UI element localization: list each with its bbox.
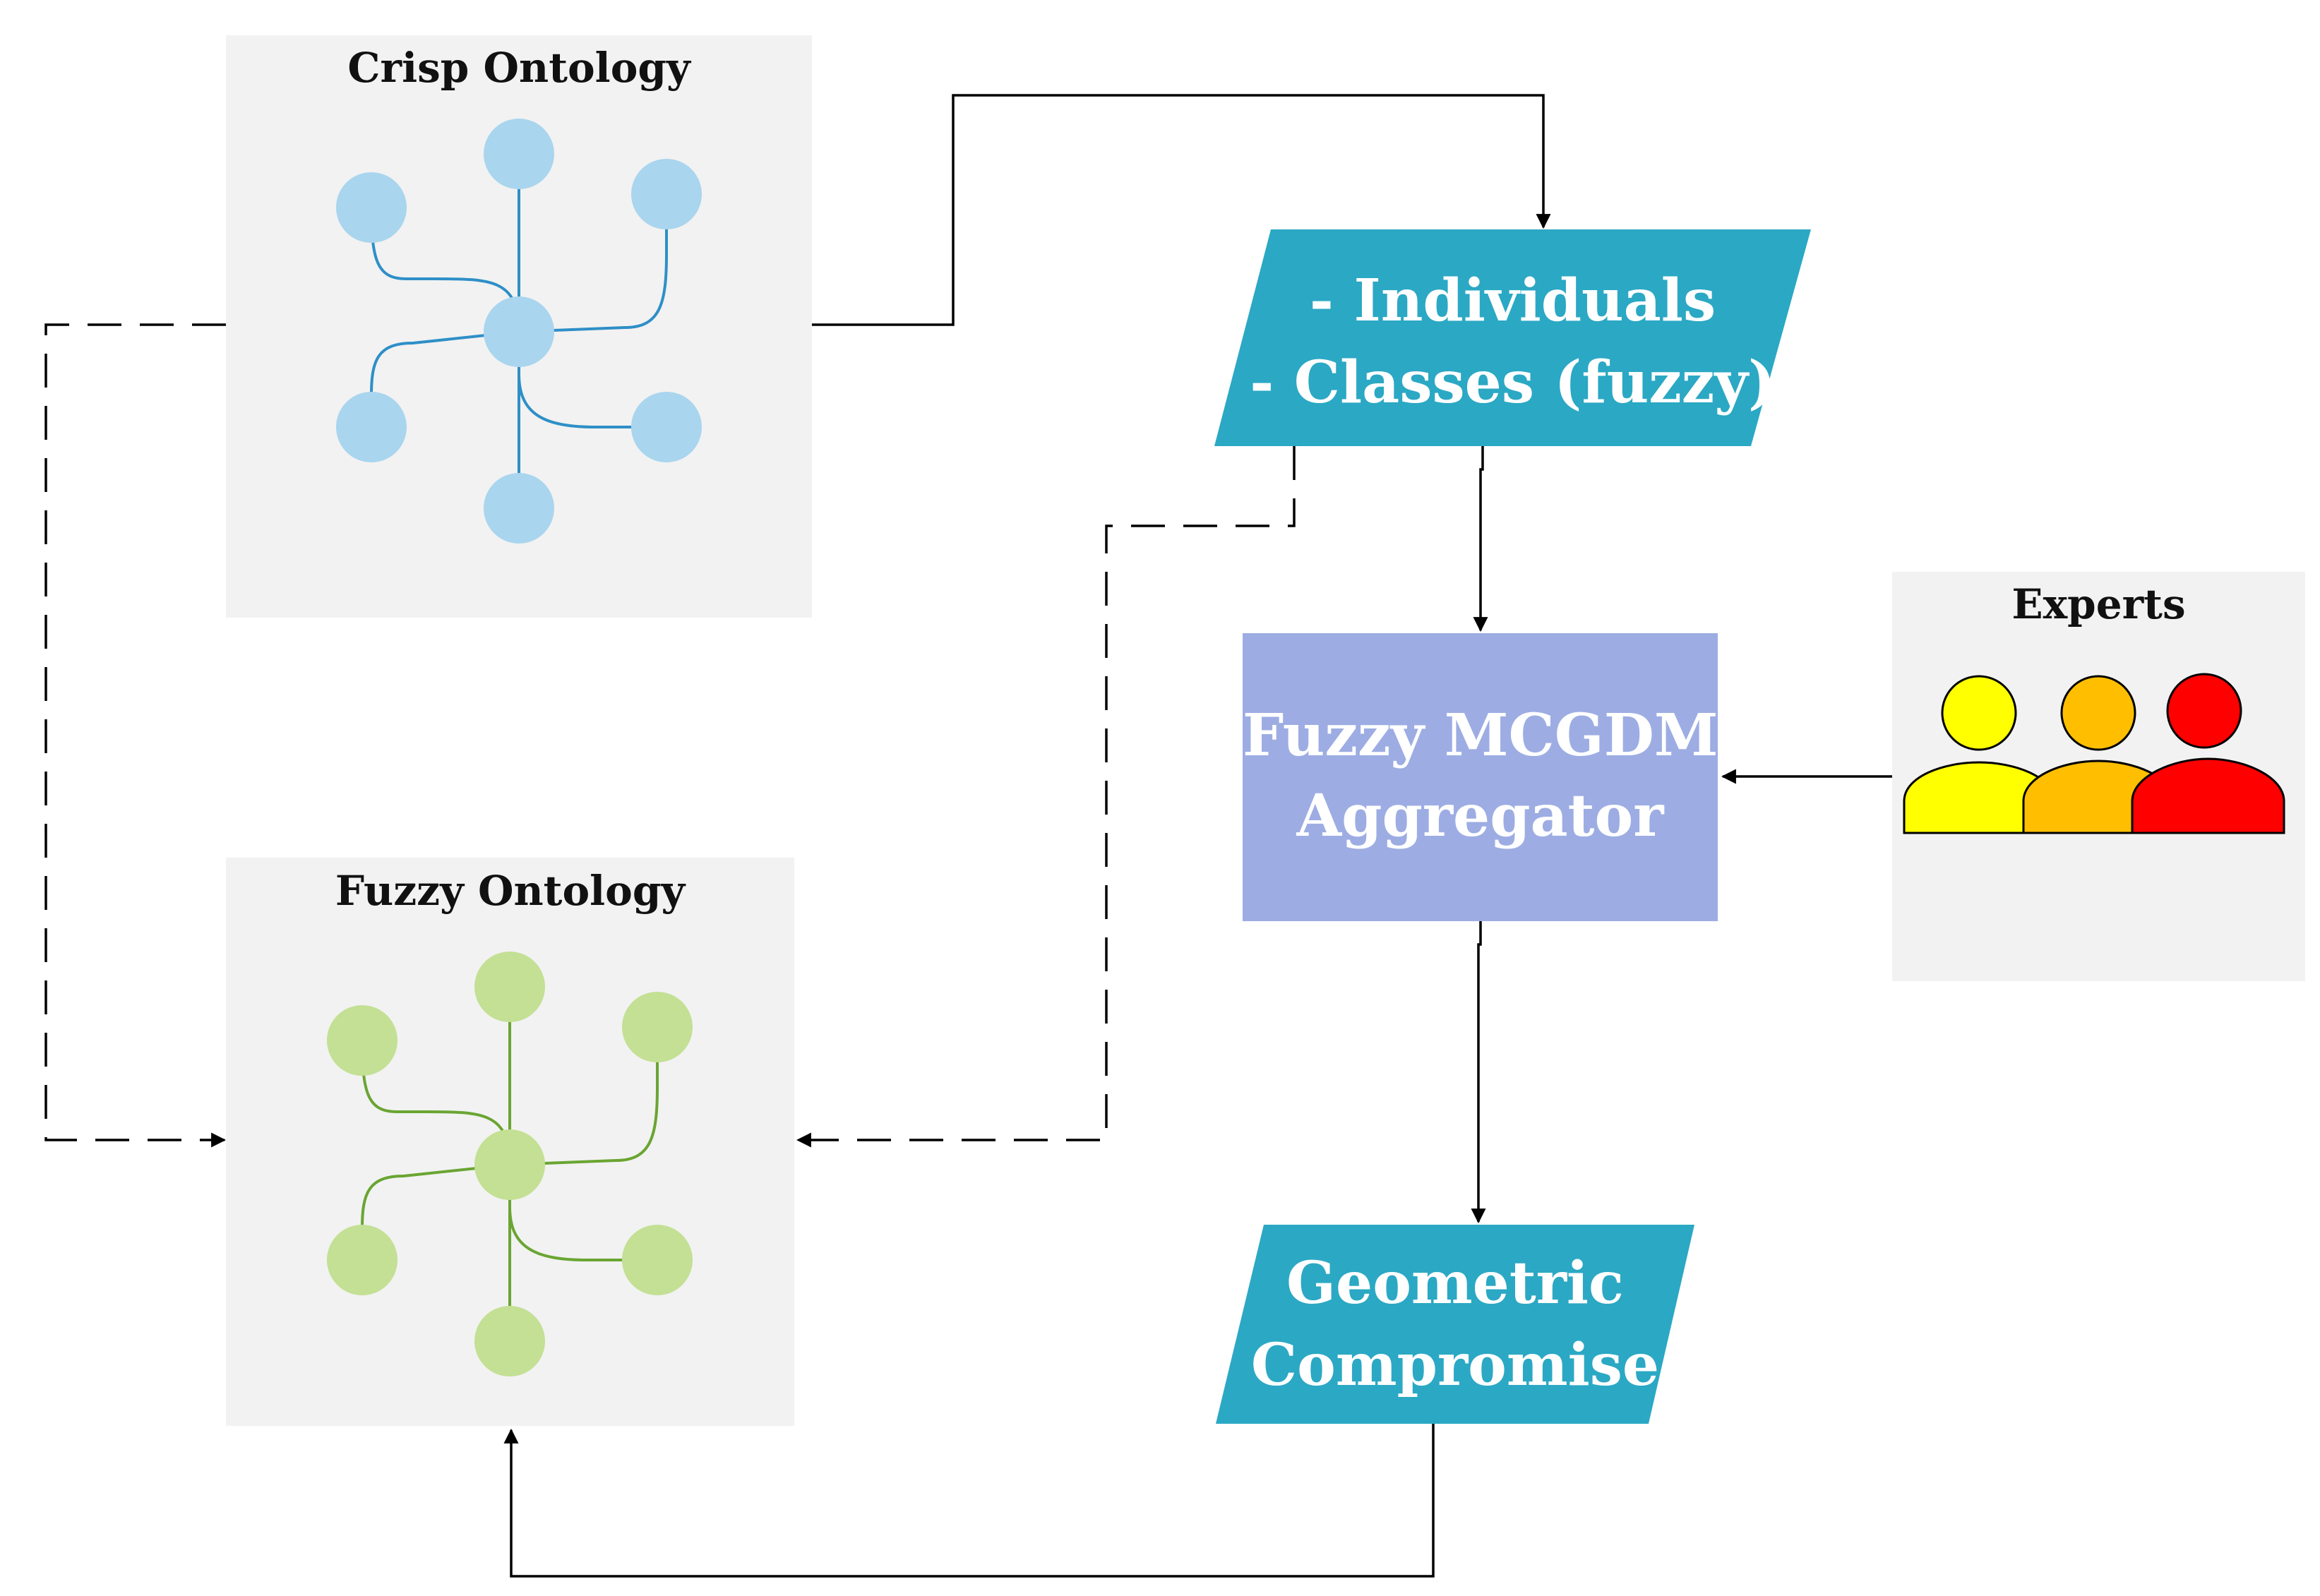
aggregator-label: Fuzzy MCGDM Aggregator	[1243, 695, 1718, 856]
output-line-geometric: Geometric	[1286, 1249, 1624, 1317]
input-box-label: - Individuals - Classes (fuzzy)	[1214, 260, 1811, 424]
input-box	[1214, 229, 1811, 446]
crisp-ontology-title: Crisp Ontology	[347, 44, 690, 92]
output-box	[1216, 1225, 1694, 1424]
fuzzy-node-bottom	[474, 1306, 545, 1376]
output-to-fuzzy-arrow	[503, 1424, 1435, 1578]
input-to-fuzzy-dashed-arrow	[796, 446, 1296, 1148]
crisp-ontology-graph	[336, 119, 702, 544]
solid-connectors	[503, 94, 1892, 1578]
crisp-node-lower-right	[631, 392, 702, 462]
crisp-to-input-arrow	[812, 94, 1551, 326]
crisp-node-upper-left	[336, 172, 407, 243]
crisp-node-lower-left	[336, 392, 407, 462]
aggregator-to-output-arrow	[1471, 921, 1486, 1224]
fuzzy-edge	[361, 1163, 510, 1260]
experts-icons	[1903, 673, 2285, 834]
fuzzy-edge	[361, 1040, 511, 1165]
fuzzy-edge	[508, 1165, 657, 1261]
fuzzy-ontology-title: Fuzzy Ontology	[335, 867, 686, 915]
fuzzy-edge	[509, 1027, 659, 1166]
crisp-edge	[370, 330, 520, 427]
experts-title: Experts	[2011, 580, 2186, 628]
expert-2-head	[2060, 675, 2136, 751]
input-line-individuals: - Individuals	[1309, 267, 1716, 335]
input-line-classes: - Classes (fuzzy)	[1250, 349, 1776, 416]
output-box-label: Geometric Compromise	[1216, 1242, 1694, 1406]
fuzzy-node-upper-left	[327, 1005, 397, 1076]
crisp-edge	[370, 207, 520, 332]
fuzzy-ontology-graph	[327, 952, 693, 1376]
crisp-node-center	[484, 296, 554, 367]
crisp-node-upper-right	[631, 159, 702, 229]
crisp-edge	[518, 194, 668, 333]
input-to-aggregator-arrow	[1473, 446, 1488, 632]
crisp-node-top	[484, 119, 554, 189]
fuzzy-node-top	[474, 952, 545, 1022]
fuzzy-node-upper-right	[622, 992, 693, 1062]
crisp-to-fuzzy-dashed-arrow	[44, 323, 227, 1148]
crisp-edge	[518, 332, 666, 428]
dashed-connectors	[44, 323, 1296, 1148]
expert-3-head	[2166, 673, 2242, 749]
aggregator-line-1: Fuzzy MCGDM	[1243, 702, 1718, 769]
expert-1-head	[1941, 675, 2017, 751]
aggregator-line-2: Aggregator	[1296, 782, 1664, 850]
aggregator-box	[1243, 633, 1718, 921]
fuzzy-node-center	[474, 1129, 545, 1200]
fuzzy-node-lower-left	[327, 1225, 397, 1295]
output-line-compromise: Compromise	[1250, 1331, 1660, 1399]
crisp-node-bottom	[484, 473, 554, 544]
fuzzy-node-lower-right	[622, 1225, 693, 1295]
expert-3-body	[2131, 757, 2285, 834]
